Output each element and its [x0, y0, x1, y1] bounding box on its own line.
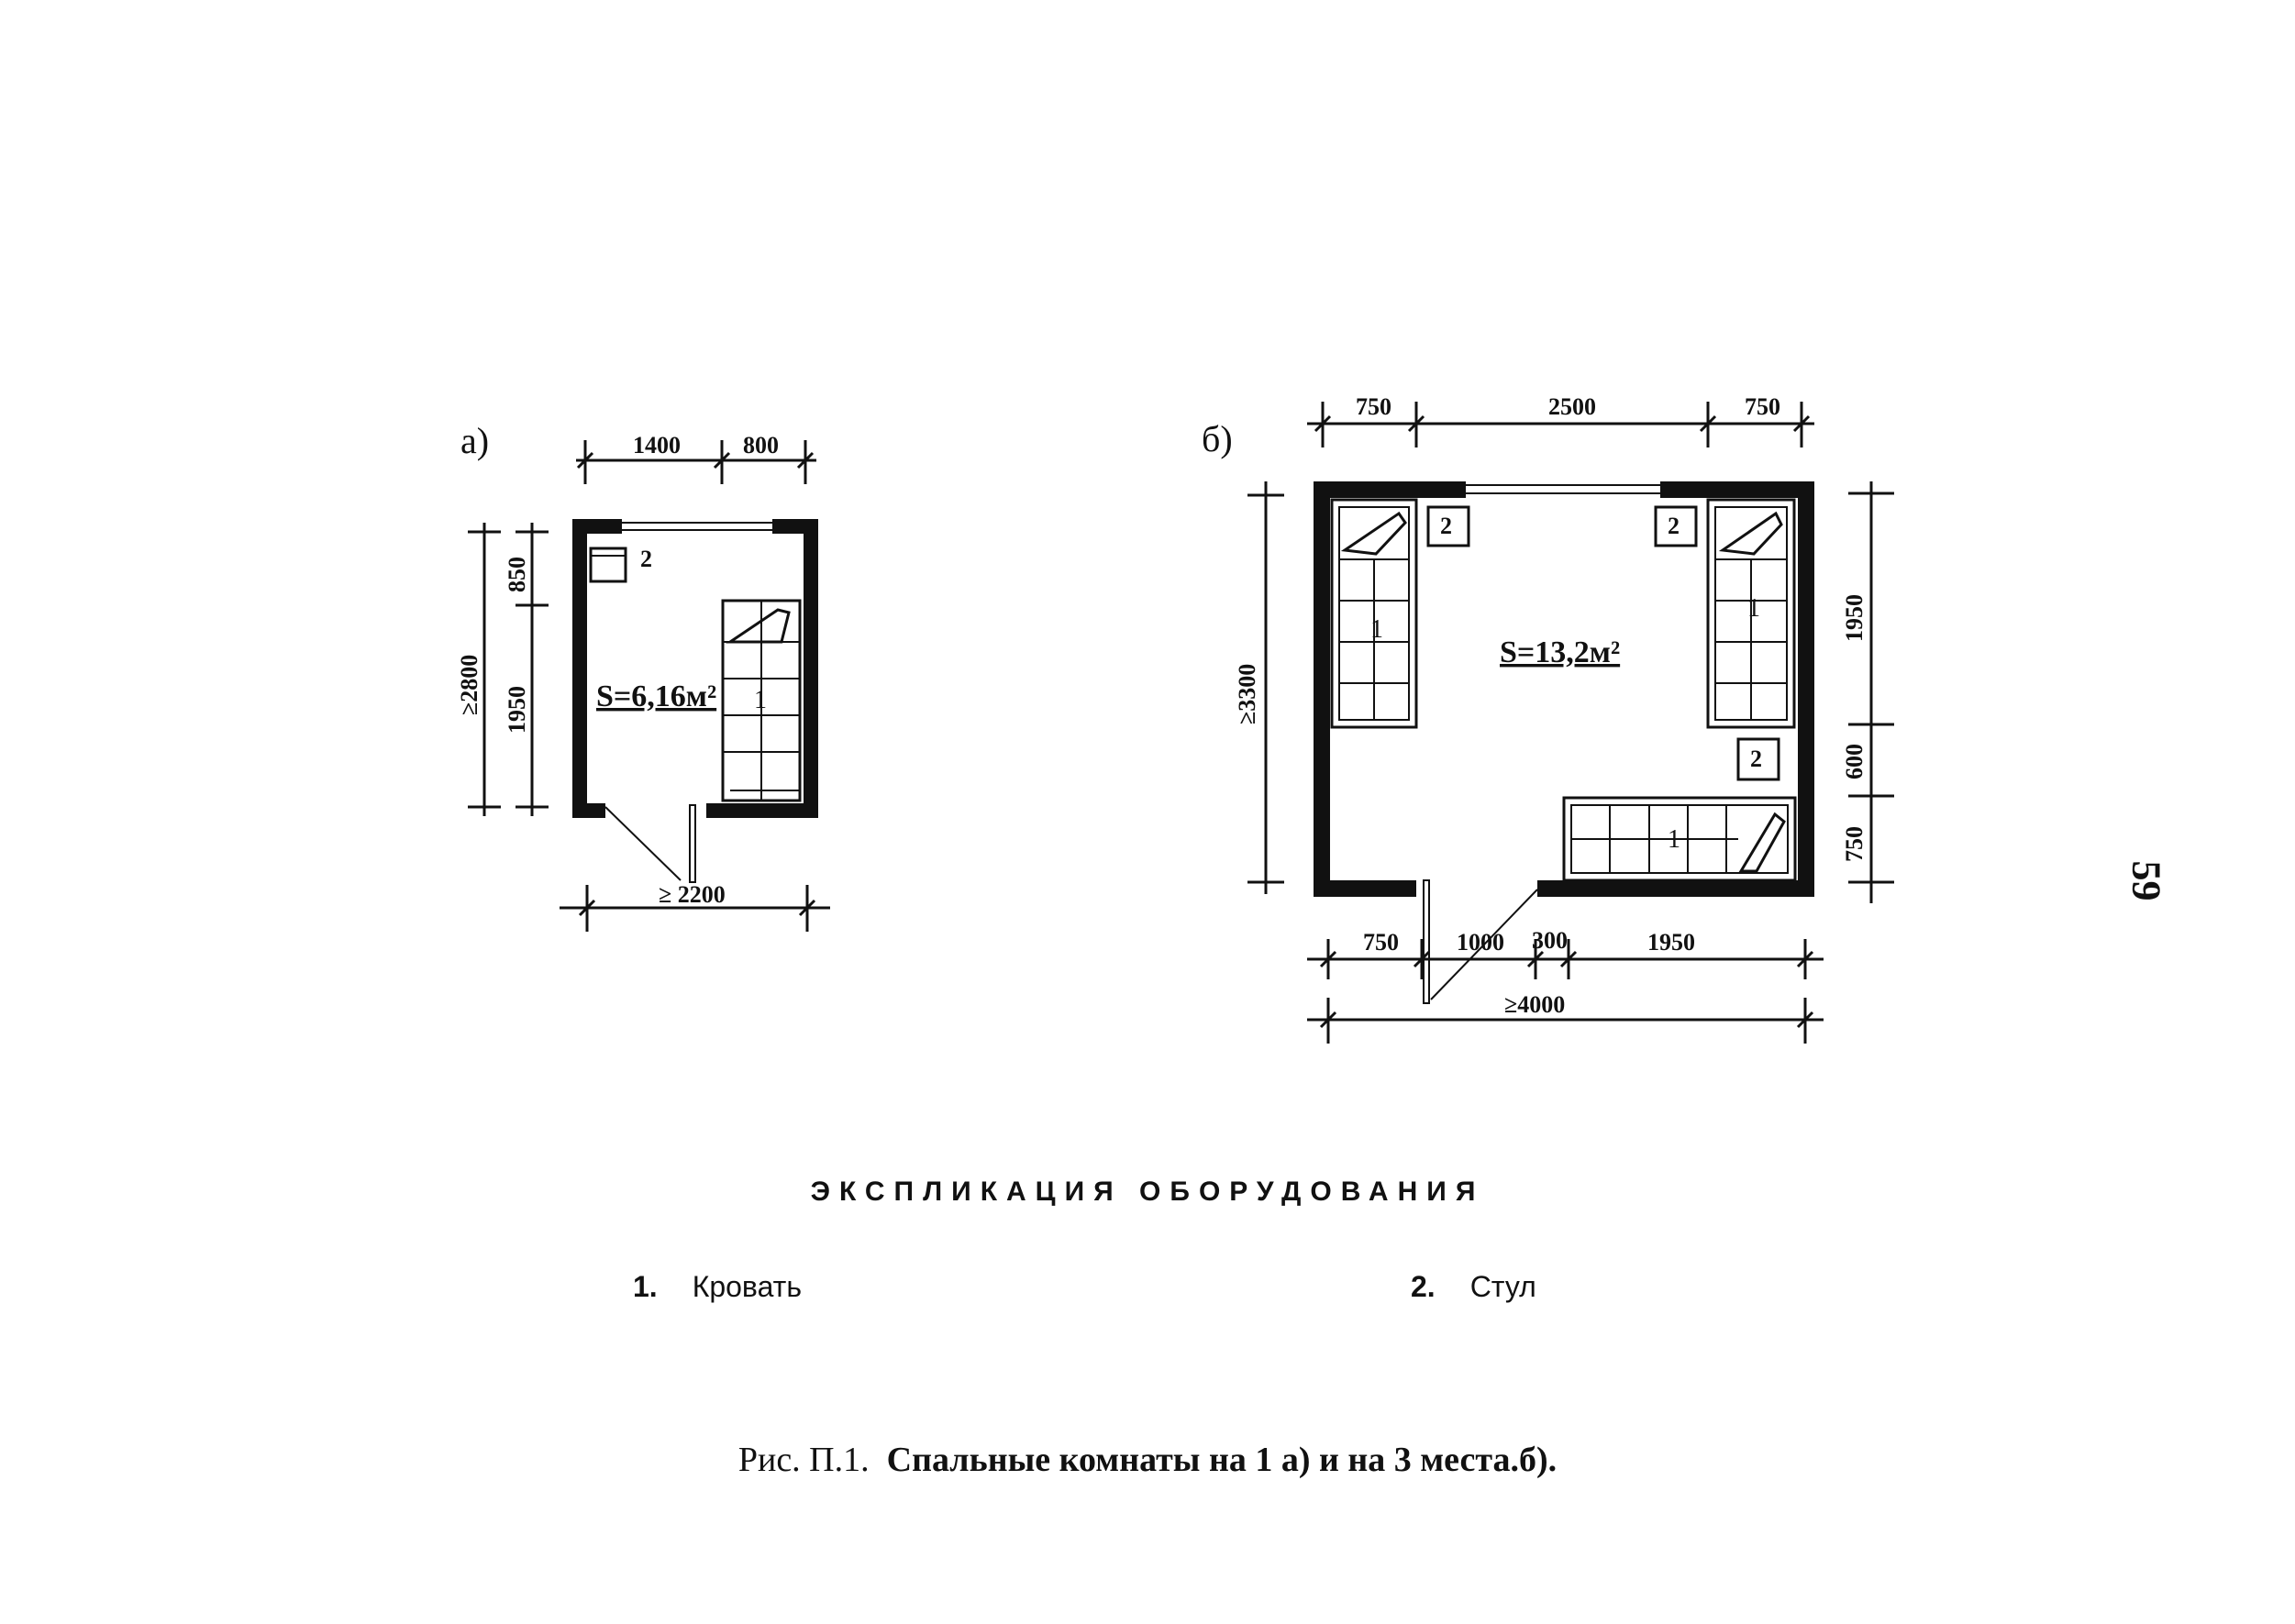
plan-b-area: S=13,2м²	[1500, 635, 1620, 669]
plan-b-dim-bottom-750: 750	[1363, 929, 1399, 956]
plan-a-bottom-dimension: ≥ 2200	[560, 881, 830, 932]
page-number: 59	[2123, 860, 2169, 901]
plan-b-dim-bottom-4000: ≥4000	[1504, 991, 1565, 1018]
plan-a-dim-2800: ≥2800	[456, 655, 482, 715]
plan-a-chair-number: 2	[640, 546, 652, 572]
plan-b-dim-top-750b: 750	[1745, 393, 1780, 420]
plan-a-dim-1950: 1950	[504, 686, 530, 734]
plan-b-dim-right-750: 750	[1841, 826, 1868, 862]
plan-b-dim-top-750a: 750	[1356, 393, 1391, 420]
plan-a-left-dimensions: ≥2800 850 1950	[456, 523, 549, 816]
legend-item-chair-label: Стул	[1469, 1270, 1536, 1303]
plan-b-bottom-dimensions: 750 1000 300 1950 ≥4000	[1307, 927, 1824, 1044]
plan-b-chairs: 2 2 2	[1426, 505, 1780, 781]
plan-b-bed-bottom: 1	[1562, 796, 1797, 882]
caption-text: Спальные комнаты на 1 а) и на 3 места.б)…	[886, 1441, 1558, 1479]
plan-a-dim-2200: ≥ 2200	[659, 881, 726, 908]
plan-b-dim-3300: ≥3300	[1234, 664, 1260, 724]
plan-b-left-dimension: ≥3300	[1234, 481, 1284, 894]
plan-a-area: S=6,16м²	[596, 679, 716, 713]
explication-title: ЭКСПЛИКАЦИЯ ОБОРУДОВАНИЯ	[810, 1177, 1485, 1207]
plan-a-dim-850: 850	[504, 557, 530, 592]
plan-b-bed-number-left: 1	[1370, 615, 1383, 644]
plan-a-top-dimension: 1400 800	[576, 432, 816, 484]
plan-b-dim-top-2500: 2500	[1548, 393, 1596, 420]
legend-item-bed: 1. Кровать	[633, 1270, 802, 1304]
plan-b-walls	[1314, 481, 1814, 1004]
plan-a-bed-number: 1	[754, 686, 767, 714]
plan-a-dim-1400: 1400	[633, 432, 681, 458]
plan-b-dim-right-600: 600	[1841, 744, 1868, 779]
plan-b-chair-number-2: 2	[1668, 513, 1680, 539]
plan-b-bed-right: 1	[1706, 498, 1796, 729]
plan-b-top-dimension: 750 2500 750	[1307, 393, 1814, 447]
figure-caption: Рис. П.1. Спальные комнаты на 1 а) и на …	[0, 1440, 2295, 1480]
plan-b-label: б)	[1202, 418, 1233, 459]
plan-b-bed-number-bottom: 1	[1668, 825, 1680, 854]
plan-b-right-dimensions: 1950 600 750	[1841, 481, 1894, 903]
plan-b-bed-number-right: 1	[1747, 594, 1760, 623]
plan-a-label: а)	[460, 420, 489, 461]
plan-b-dim-bottom-300: 300	[1532, 927, 1568, 954]
plan-a-chair: 2	[589, 546, 652, 583]
plan-b-chair-number-3: 2	[1750, 746, 1762, 772]
plan-a-dim-800: 800	[743, 432, 779, 458]
plan-a: а) 1400 800 ≥2800 850 1950	[456, 420, 830, 932]
plan-b-bed-left: 1	[1330, 498, 1418, 729]
plan-a-walls	[572, 519, 818, 883]
legend-item-chair: 2. Стул	[1411, 1270, 1536, 1304]
plan-b-dim-right-1950: 1950	[1841, 594, 1868, 642]
plan-b-dim-bottom-1950: 1950	[1647, 929, 1695, 956]
caption-prefix: Рис. П.1.	[737, 1441, 870, 1479]
legend-item-bed-number: 1.	[633, 1270, 658, 1303]
legend-item-bed-label: Кровать	[692, 1270, 802, 1303]
plan-b-dim-bottom-1000: 1000	[1457, 929, 1504, 956]
plan-a-bed: 1	[721, 599, 802, 802]
plan-b-chair-number-1: 2	[1440, 513, 1452, 539]
plan-b: б) 750 2500 750 ≥3300	[1202, 393, 1894, 1044]
legend-item-chair-number: 2.	[1411, 1270, 1436, 1303]
